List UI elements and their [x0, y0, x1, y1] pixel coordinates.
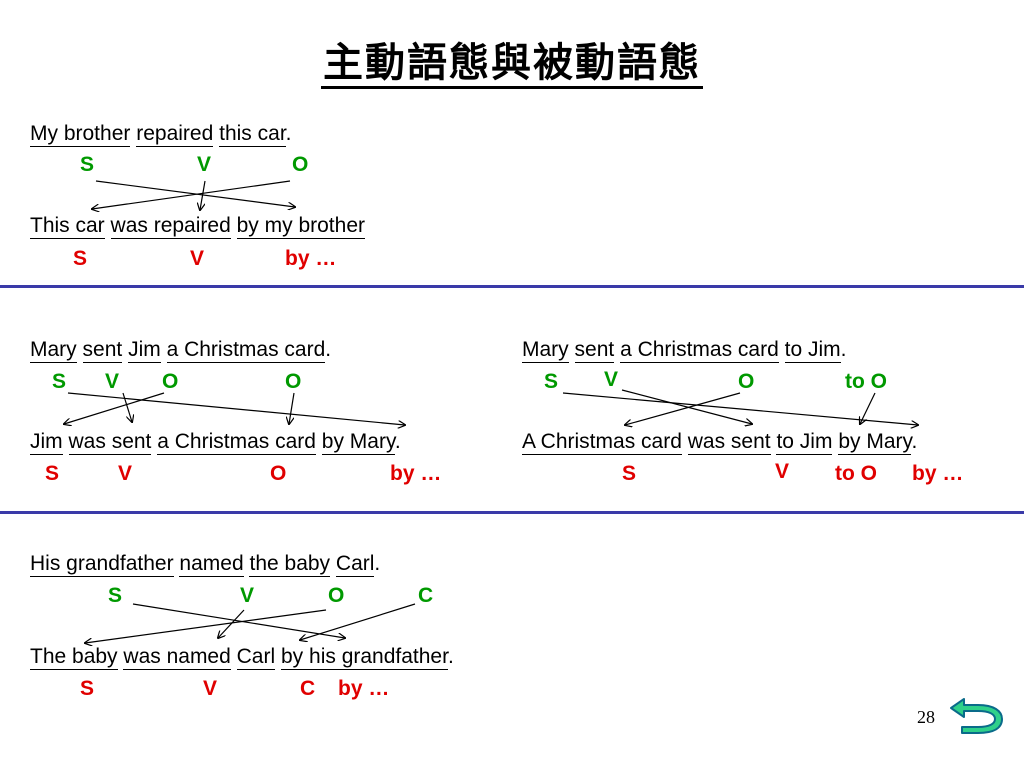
arrow-o-to-s — [64, 392, 165, 424]
arrow-c-to-c — [300, 603, 416, 640]
tag-by: by … — [338, 677, 390, 700]
tag-s: S — [73, 247, 88, 270]
tag-s: S — [544, 370, 559, 393]
underlined-phrase: a Christmas card — [157, 430, 316, 455]
arrow-to-o-to-to-o — [860, 392, 876, 424]
tag-s: S — [80, 153, 95, 176]
underlined-phrase: the baby — [249, 552, 331, 577]
passive-sentence-2: Jim was sent a Christmas card by Mary. — [30, 430, 401, 455]
slide-title: 主動語態與被動語態 — [0, 30, 1024, 89]
underlined-phrase: The baby — [30, 645, 118, 670]
underlined-phrase: was sent — [687, 430, 771, 455]
underlined-phrase: Carl — [236, 645, 276, 670]
u-turn-back-arrow-icon — [950, 698, 1003, 734]
underlined-phrase: a Christmas card — [620, 338, 779, 363]
arrow-v-to-v — [200, 180, 206, 210]
back-button[interactable] — [948, 697, 1006, 742]
sentence-text: . — [394, 430, 401, 453]
sentence-text: . — [285, 122, 292, 145]
active-sentence-1: My brother repaired this car. — [30, 122, 292, 147]
tag-v: V — [197, 153, 212, 176]
tag-o: O — [292, 153, 309, 176]
arrow-o-to-o — [289, 392, 295, 424]
tag-s: S — [52, 370, 67, 393]
tag-s: S — [108, 584, 123, 607]
underlined-phrase: this car — [219, 122, 286, 147]
active-sentence-4: His grandfather named the baby Carl. — [30, 552, 381, 577]
arrow-v-to-v — [218, 609, 245, 638]
passive-sentence-1: This car was repaired by my brother — [30, 214, 365, 239]
tag-o: O — [738, 370, 755, 393]
tag-v: V — [118, 462, 133, 485]
tag-s: S — [80, 677, 95, 700]
underlined-phrase: Carl — [335, 552, 375, 577]
tag-v: V — [105, 370, 120, 393]
underlined-phrase: to Jim — [784, 338, 841, 363]
tag-o: O — [328, 584, 345, 607]
passive-sentence-4: The baby was named Carl by his grandfath… — [30, 645, 454, 670]
underlined-phrase: repaired — [136, 122, 214, 147]
active-sentence-2: Mary sent Jim a Christmas card. — [30, 338, 332, 363]
tag-s: S — [45, 462, 60, 485]
arrow-v-to-v — [621, 389, 752, 424]
underlined-phrase: My brother — [30, 122, 131, 147]
passive-sentence-3: A Christmas card was sent to Jim by Mary… — [522, 430, 918, 455]
underlined-phrase: This car — [30, 214, 105, 239]
underlined-phrase: a Christmas card — [166, 338, 326, 363]
tag-to-o: to O — [835, 462, 877, 485]
underlined-phrase: sent — [574, 338, 615, 363]
arrow-o-to-s — [625, 392, 741, 425]
page-number: 28 — [917, 707, 935, 727]
underlined-phrase: Mary — [30, 338, 77, 363]
tag-v: V — [775, 460, 790, 483]
arrow-o-to-s — [92, 180, 291, 209]
tag-c: C — [418, 584, 434, 607]
divider — [0, 285, 1024, 288]
sentence-text: . — [840, 338, 847, 361]
sentence-text: . — [325, 338, 332, 361]
underlined-phrase: A Christmas card — [522, 430, 682, 455]
arrow-o-to-s — [85, 609, 327, 643]
tag-v: V — [203, 677, 218, 700]
underlined-phrase: sent — [82, 338, 123, 363]
underlined-phrase: by his grandfather — [281, 645, 448, 670]
tag-by: by … — [285, 247, 337, 270]
tag-o: O — [162, 370, 179, 393]
tag-v: V — [240, 584, 255, 607]
underlined-phrase: by Mary — [838, 430, 912, 455]
arrow-s-to-by — [67, 392, 405, 425]
tag-by: by … — [912, 462, 964, 485]
active-sentence-3: Mary sent a Christmas card to Jim. — [522, 338, 847, 363]
tag-by: by … — [390, 462, 442, 485]
underlined-phrase: named — [179, 552, 244, 577]
underlined-phrase: His grandfather — [30, 552, 174, 577]
underlined-phrase: by my brother — [236, 214, 365, 239]
tag-v: V — [604, 368, 619, 391]
tag-to-o: to O — [845, 370, 887, 393]
tag-o: O — [270, 462, 287, 485]
tag-v: V — [190, 247, 205, 270]
underlined-phrase: was named — [123, 645, 231, 670]
sentence-text: . — [447, 645, 454, 668]
underlined-phrase: Jim — [30, 430, 63, 455]
tag-c: C — [300, 677, 316, 700]
underlined-phrase: Jim — [128, 338, 161, 363]
underlined-phrase: to Jim — [776, 430, 833, 455]
arrow-s-to-by — [132, 603, 345, 638]
tag-s: S — [622, 462, 637, 485]
arrow-v-to-v — [122, 392, 132, 422]
divider — [0, 511, 1024, 514]
sentence-text: . — [911, 430, 918, 453]
underlined-phrase: by Mary — [321, 430, 395, 455]
tag-o: O — [285, 370, 302, 393]
underlined-phrase: was sent — [68, 430, 152, 455]
arrow-s-to-by — [562, 392, 918, 425]
sentence-text: . — [374, 552, 381, 575]
underlined-phrase: was repaired — [110, 214, 231, 239]
underlined-phrase: Mary — [522, 338, 569, 363]
